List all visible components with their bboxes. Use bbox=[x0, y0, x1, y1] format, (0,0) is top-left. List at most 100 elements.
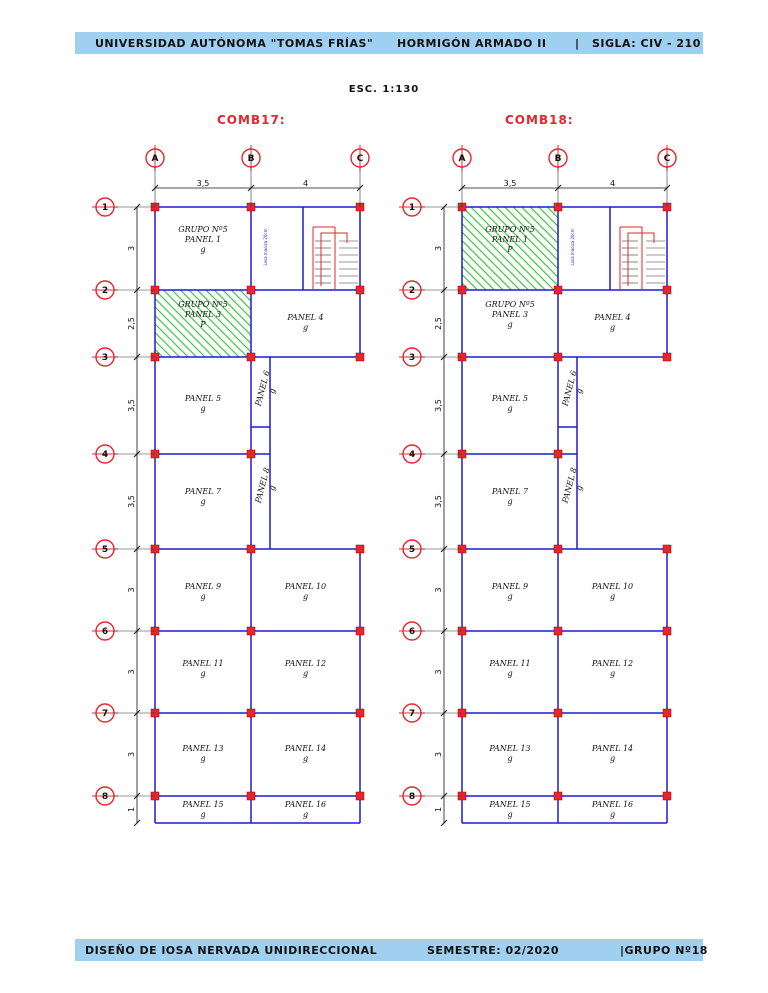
dimension-tick bbox=[440, 792, 448, 800]
panel-text: g bbox=[303, 754, 308, 763]
dimension-tick bbox=[440, 286, 448, 294]
dimension-text: 3 bbox=[434, 587, 443, 592]
panel-14-label: PANEL 14g bbox=[591, 744, 633, 763]
panel-text: P bbox=[506, 245, 513, 254]
dimension-tick bbox=[440, 203, 448, 211]
panel-10-label: PANEL 10g bbox=[284, 582, 326, 601]
column-node bbox=[662, 708, 672, 718]
dimension-tick bbox=[133, 819, 141, 827]
panel-16-label: PANEL 16g bbox=[284, 800, 326, 819]
panel-text: g bbox=[574, 484, 584, 491]
dimension-text: 3 bbox=[127, 246, 136, 251]
panel-text: PANEL 10 bbox=[284, 582, 326, 591]
panel-text: PANEL 3 bbox=[184, 310, 221, 319]
dimension-tick bbox=[133, 286, 141, 294]
panel-text: PANEL 11 bbox=[181, 659, 223, 668]
dimension-text: 3 bbox=[127, 587, 136, 592]
plan-title-right: COMB18: bbox=[505, 113, 574, 127]
dimension-tick bbox=[440, 450, 448, 458]
panel-13-label: PANEL 13g bbox=[181, 744, 223, 763]
footer-title: DISEÑO DE lOSA NERVADA UNIDIRECCIONAL bbox=[85, 944, 378, 957]
panel-6-label: PANEL 6g bbox=[253, 370, 277, 408]
axis-bubble-row-3: 3 bbox=[92, 347, 155, 367]
axis-label: 2 bbox=[102, 286, 108, 296]
panel-text: GRUPO Nº5 bbox=[178, 300, 228, 309]
dimension-text: 2,5 bbox=[127, 317, 136, 330]
dimension-tick bbox=[133, 353, 141, 361]
panel-text: PANEL 9 bbox=[184, 582, 221, 591]
panel-text: PANEL 16 bbox=[591, 800, 633, 809]
panel-text: g bbox=[200, 754, 205, 763]
dimension-text: 3 bbox=[434, 752, 443, 757]
panel-9-label: PANEL 9g bbox=[184, 582, 221, 601]
panel-text: g bbox=[200, 497, 205, 506]
panel-text: g bbox=[507, 592, 512, 601]
column-node bbox=[355, 285, 365, 295]
panel-text: GRUPO Nº5 bbox=[485, 300, 535, 309]
axis-label: B bbox=[248, 154, 255, 164]
column-node bbox=[246, 285, 256, 295]
course-name: HORMIGÓN ARMADO II bbox=[397, 37, 547, 50]
column-node bbox=[246, 791, 256, 801]
dimension-tick bbox=[440, 545, 448, 553]
stair-note: Losa maciza 20cm bbox=[570, 228, 575, 265]
axis-label: 2 bbox=[409, 286, 415, 296]
column-node bbox=[355, 626, 365, 636]
dimension-tick bbox=[133, 709, 141, 717]
dimension-tick bbox=[440, 709, 448, 717]
panel-11-label: PANEL 11g bbox=[181, 659, 223, 678]
panel-text: PANEL 12 bbox=[284, 659, 326, 668]
panel-text: g bbox=[303, 592, 308, 601]
panel-8-label: PANEL 8g bbox=[253, 467, 277, 505]
panel-text: PANEL 7 bbox=[491, 487, 529, 496]
axis-label: 5 bbox=[409, 545, 415, 555]
panel-text: g bbox=[303, 810, 308, 819]
panel-text: PANEL 9 bbox=[491, 582, 528, 591]
panel-text: g bbox=[610, 592, 615, 601]
axis-bubble-row-7: 7 bbox=[399, 703, 462, 723]
panel-text: PANEL 15 bbox=[181, 800, 223, 809]
axis-bubble-B: B bbox=[241, 145, 261, 207]
panel-7-label: PANEL 7g bbox=[184, 487, 222, 506]
axis-label: 7 bbox=[102, 709, 108, 719]
dimension-text: 2,5 bbox=[434, 317, 443, 330]
panel-14-label: PANEL 14g bbox=[284, 744, 326, 763]
dimension-tick bbox=[554, 184, 562, 192]
panel-text: g bbox=[200, 810, 205, 819]
drawing-scale: ESC. 1:130 bbox=[348, 84, 420, 95]
column-node bbox=[246, 352, 256, 362]
column-node bbox=[246, 626, 256, 636]
dimension-tick bbox=[440, 627, 448, 635]
panel-text: g bbox=[267, 387, 277, 394]
panel-text: g bbox=[610, 810, 615, 819]
column-node bbox=[553, 352, 563, 362]
dimension-tick bbox=[151, 184, 159, 192]
dimension-text: 3,5 bbox=[434, 399, 443, 412]
panel-text: g bbox=[610, 669, 615, 678]
column-node bbox=[246, 544, 256, 554]
panel-8-label: PANEL 8g bbox=[560, 467, 584, 505]
axis-label: B bbox=[555, 154, 562, 164]
axis-label: 3 bbox=[102, 353, 108, 363]
panel-16-label: PANEL 16g bbox=[591, 800, 633, 819]
column-node bbox=[662, 352, 672, 362]
axis-bubble-row-6: 6 bbox=[399, 621, 462, 641]
axis-bubble-B: B bbox=[548, 145, 568, 207]
axis-label: 8 bbox=[409, 792, 415, 802]
panel-text: GRUPO Nº5 bbox=[178, 225, 228, 234]
panel-text: g bbox=[200, 404, 205, 413]
panel-text: PANEL 14 bbox=[591, 744, 633, 753]
header-separator: | bbox=[575, 37, 580, 50]
panel-text: g bbox=[200, 592, 205, 601]
axis-label: C bbox=[664, 154, 671, 164]
panel-12-label: PANEL 12g bbox=[284, 659, 326, 678]
panel-text: g bbox=[303, 669, 308, 678]
axis-label: 3 bbox=[409, 353, 415, 363]
axis-label: 6 bbox=[409, 627, 415, 637]
hatched-panel-3 bbox=[155, 290, 251, 357]
panel-5-label: PANEL 5g bbox=[491, 394, 528, 413]
column-node bbox=[355, 352, 365, 362]
axis-label: 8 bbox=[102, 792, 108, 802]
axis-bubble-row-3: 3 bbox=[399, 347, 462, 367]
